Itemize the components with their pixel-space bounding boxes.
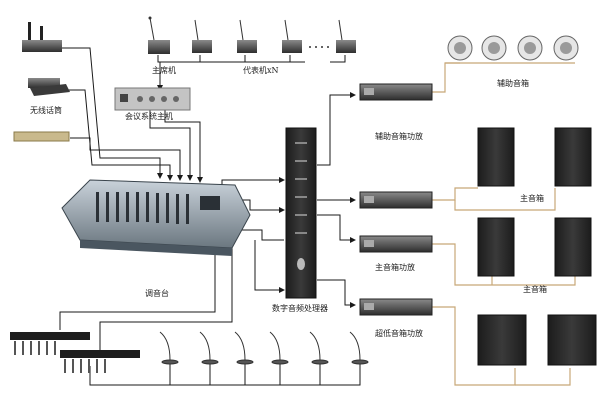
delegate-unit-icon [282, 19, 302, 53]
label-aux-amp: 辅助音箱功放 [375, 132, 423, 141]
speaker-wiring [432, 62, 576, 386]
mixer-icon [61, 179, 251, 256]
label-main-speaker-2: 主音箱 [523, 285, 547, 294]
label-main-amp: 主音箱功放 [375, 263, 415, 272]
label-sub-amp: 超低音箱功放 [375, 329, 423, 338]
ellipsis-dots [309, 46, 329, 48]
label-main-speaker-1: 主音箱 [520, 194, 544, 203]
patch-panel-icon [10, 332, 140, 373]
chairman-unit-icon [148, 16, 170, 54]
label-mixer: 调音台 [145, 289, 169, 298]
subwoofer-icon [477, 314, 597, 366]
label-chairman-unit: 主席机 [152, 66, 176, 75]
delegate-unit-icon [192, 19, 212, 53]
speaker-cabinet-icon [477, 127, 592, 277]
wireless-mic-icon [22, 22, 70, 96]
label-wireless-mic: 无线话筒 [30, 106, 62, 115]
label-aux-speaker: 辅助音箱 [497, 79, 529, 88]
delegate-unit-icon [336, 19, 356, 53]
dsp-icon [285, 127, 317, 299]
conference-units [148, 16, 356, 54]
conference-host-icon [114, 87, 191, 111]
label-dsp: 数字音频处理器 [272, 304, 328, 313]
label-conference-host: 会议系统主机 [125, 112, 173, 121]
label-delegate-unit: 代表机xN [243, 66, 279, 75]
power-amplifier-icon [359, 83, 433, 316]
receiver-icon [13, 131, 70, 142]
ceiling-speaker-icon [447, 35, 579, 61]
gooseneck-mic-icon [159, 331, 369, 365]
delegate-unit-icon [237, 19, 257, 53]
